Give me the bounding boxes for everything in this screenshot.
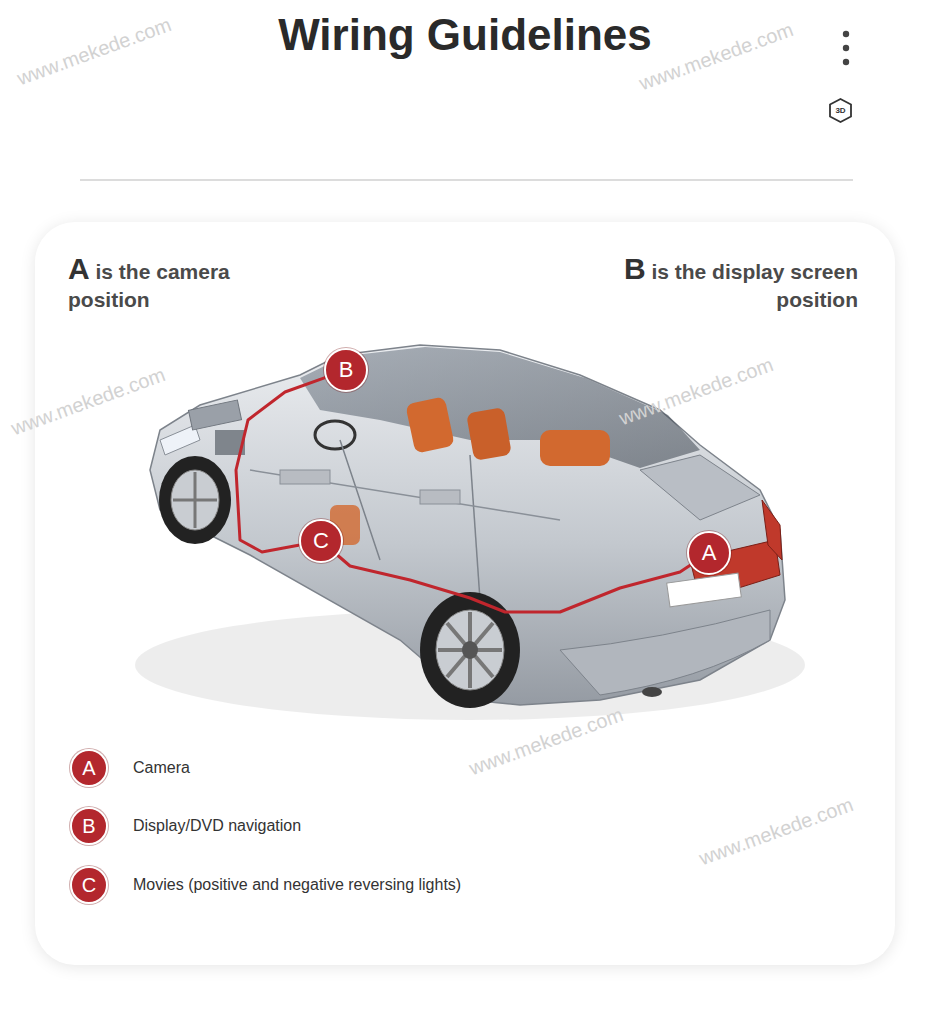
watermark: www.mekede.com [616,353,776,430]
watermark: www.mekede.com [8,363,168,440]
position-heading: A is the camera position [68,255,268,314]
callout-circle: C [299,519,343,563]
legend-text: Display/DVD navigation [133,817,301,835]
position-letter: A [68,252,90,285]
callout-circle: A [687,531,731,575]
callout-circle: B [324,348,368,392]
divider-line [80,179,853,181]
callout-letter: A [82,758,95,778]
callout-letter: C [82,875,96,895]
callout-letter: A [702,542,717,564]
watermark: www.mekede.com [696,793,856,870]
watermark: www.mekede.com [466,703,626,780]
legend-marker: ACamera [70,749,108,787]
callout-letter: B [82,816,95,836]
position-heading: B is the display screen position [568,255,858,314]
legend-marker: BDisplay/DVD navigation [70,807,108,845]
position-text: is the display screen position [651,260,858,311]
watermark: www.mekede.com [636,18,796,95]
callout-letter: C [313,530,329,552]
callout-letter: B [339,359,354,381]
wire-route [338,556,689,612]
position-text: is the camera position [68,260,230,311]
view-3d-icon: 3D [827,97,854,124]
icon-text: 3D [835,106,845,115]
watermark: www.mekede.com [14,13,174,90]
legend-marker: CMovies (positive and negative reversing… [70,866,108,904]
legend-text: Camera [133,759,190,777]
legend-text: Movies (positive and negative reversing … [133,876,461,894]
position-letter: B [624,252,646,285]
